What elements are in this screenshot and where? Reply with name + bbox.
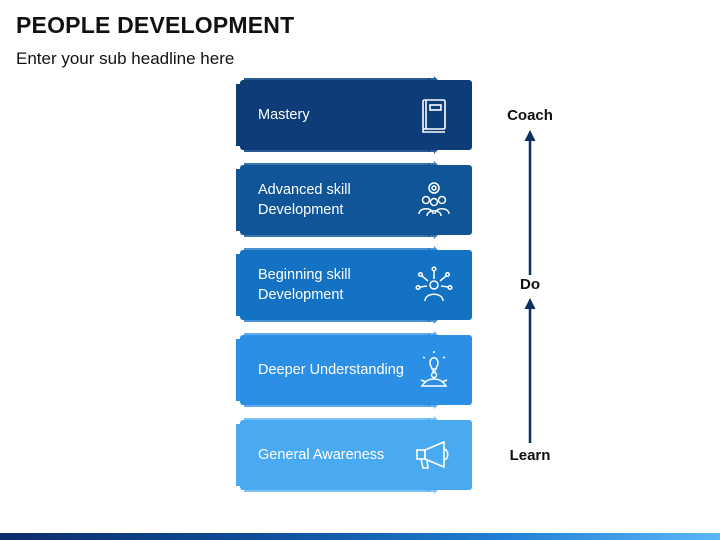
book-icon xyxy=(414,95,454,135)
stage-general-awareness: General Awareness xyxy=(236,416,476,494)
arrow-up-upper xyxy=(524,130,536,275)
stage-arrow-shape xyxy=(236,161,472,239)
stage-beginning-skill: Beginning skill Development xyxy=(236,246,476,324)
page-subtitle: Enter your sub headline here xyxy=(16,49,235,68)
stage-advanced-skill: Advanced skill Development xyxy=(236,161,476,239)
idea-person-icon xyxy=(414,265,454,305)
team-icon xyxy=(414,180,454,220)
stage-arrow-shape xyxy=(236,246,472,324)
stage-deeper-understanding: Deeper Understanding xyxy=(236,331,476,409)
stage-label: Deeper Understanding xyxy=(258,362,404,378)
stage-arrow-shape xyxy=(236,331,472,409)
stage-arrow-shape xyxy=(236,76,472,154)
page-title: PEOPLE DEVELOPMENT xyxy=(16,12,295,38)
stage-label: Mastery xyxy=(258,107,310,123)
stage-mastery: Mastery xyxy=(236,76,476,154)
stage-label: Beginning skill Development xyxy=(258,267,351,303)
bottom-accent-bar xyxy=(0,533,720,540)
megaphone-icon xyxy=(414,435,454,475)
level-learn-label: Learn xyxy=(509,447,551,464)
stage-label: Advanced skill Development xyxy=(258,182,351,218)
stage-label: General Awareness xyxy=(258,447,385,463)
level-coach-label: Coach xyxy=(507,107,553,124)
level-do-label: Do xyxy=(520,276,540,293)
meditation-icon xyxy=(414,350,454,390)
arrow-up-lower xyxy=(524,298,536,443)
stage-arrow-shape xyxy=(236,416,472,494)
